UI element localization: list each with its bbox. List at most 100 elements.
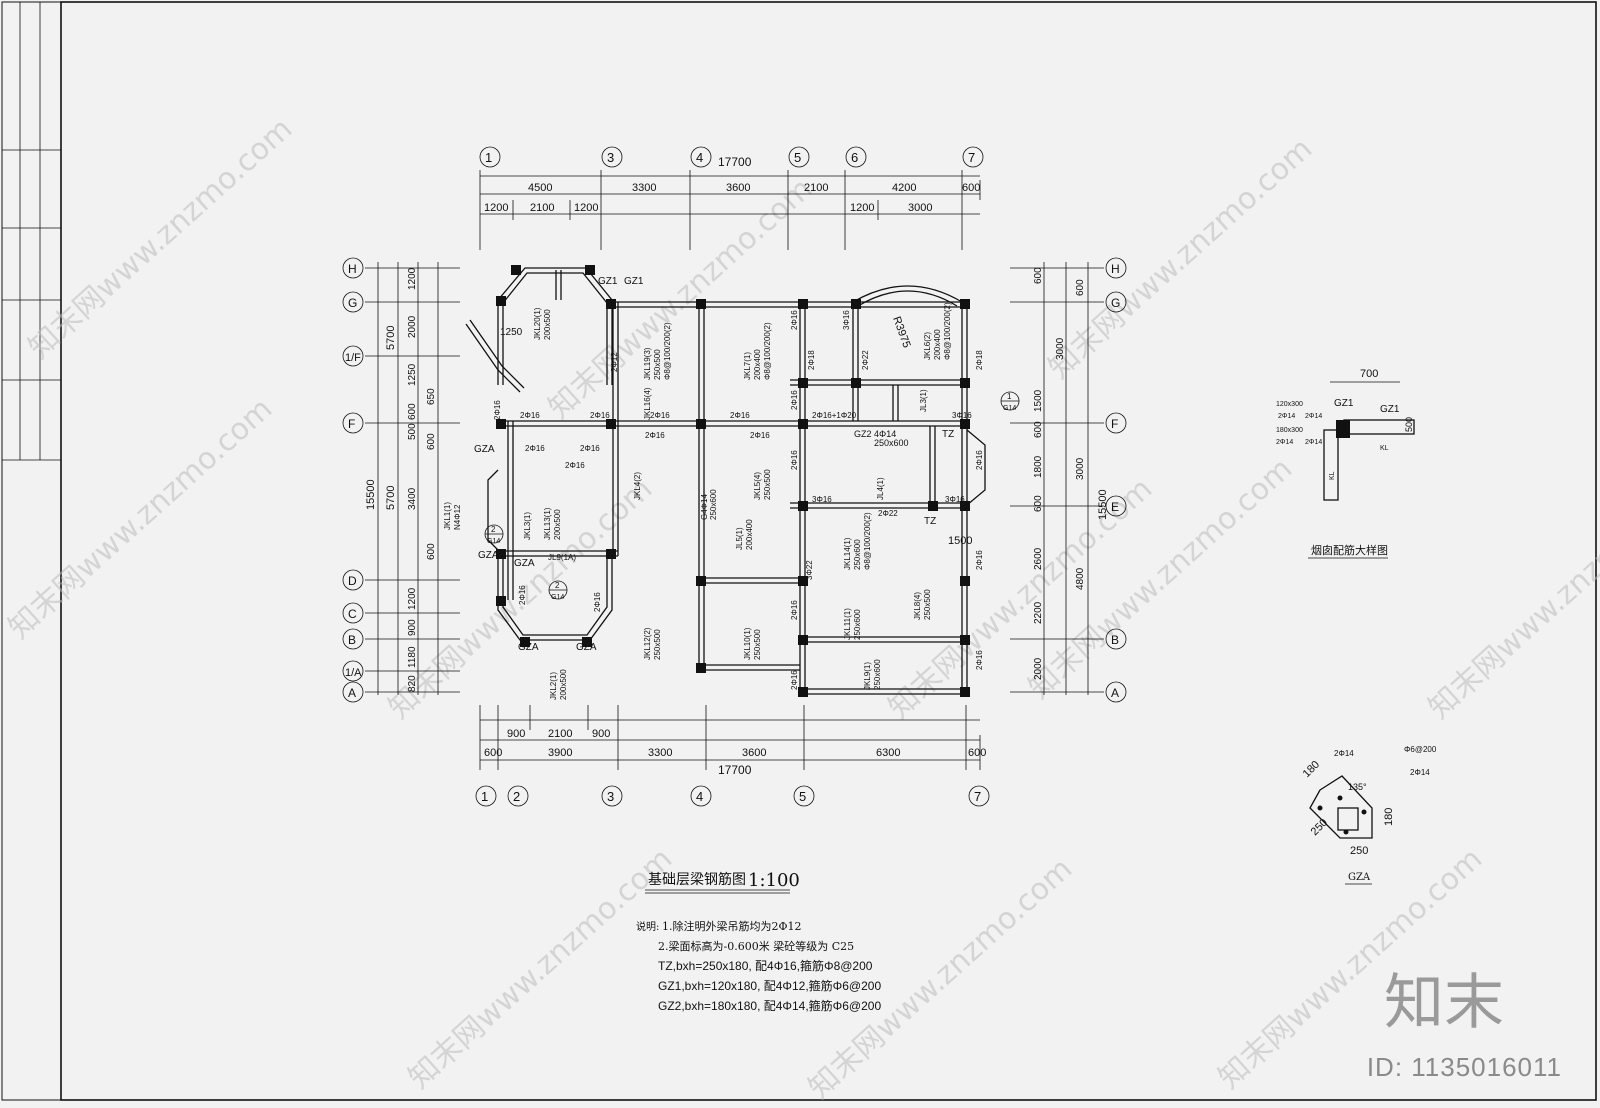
svg-text:200x400: 200x400 [933, 329, 942, 360]
svg-text:700: 700 [1360, 368, 1378, 380]
beam-label: JKL5(4) [753, 472, 762, 500]
svg-text:600: 600 [1033, 495, 1044, 512]
drawing-scale: 1:100 [748, 870, 800, 891]
svg-text:820: 820 [407, 675, 418, 692]
svg-text:600: 600 [426, 543, 437, 560]
svg-text:F: F [1111, 417, 1118, 431]
svg-text:4: 4 [696, 150, 703, 165]
beam-label: JKL13(1) [543, 507, 552, 540]
svg-text:KL: KL [1380, 445, 1389, 452]
svg-text:2Φ14: 2Φ14 [1334, 749, 1354, 758]
svg-text:2Φ18: 2Φ18 [807, 350, 816, 370]
svg-text:2: 2 [491, 525, 496, 534]
svg-text:知末网www.znzmo.com: 知末网www.znzmo.com [1042, 131, 1319, 386]
svg-text:2Φ16: 2Φ16 [790, 390, 799, 410]
svg-text:3900: 3900 [548, 747, 572, 759]
radius-label: R3975 [890, 315, 912, 350]
notes-line: 2.梁面标高为-0.600米 梁砼等级为 C25 [658, 939, 854, 953]
svg-text:1200: 1200 [407, 267, 418, 290]
svg-text:1250: 1250 [407, 363, 418, 386]
svg-text:GZA: GZA [514, 558, 535, 569]
svg-text:600: 600 [968, 747, 986, 759]
svg-text:900: 900 [592, 728, 610, 740]
svg-text:2Φ16: 2Φ16 [650, 411, 670, 420]
svg-text:2Φ16: 2Φ16 [975, 550, 984, 570]
svg-text:2Φ22: 2Φ22 [878, 509, 898, 518]
svg-text:600: 600 [484, 747, 502, 759]
svg-text:GZA: GZA [576, 642, 597, 653]
svg-text:200x500: 200x500 [543, 309, 552, 340]
svg-text:1500: 1500 [1033, 389, 1044, 412]
svg-text:1200: 1200 [850, 202, 874, 214]
svg-text:600: 600 [1033, 267, 1044, 284]
svg-text:5700: 5700 [385, 326, 397, 350]
svg-text:900: 900 [507, 728, 525, 740]
svg-text:2Φ14: 2Φ14 [1278, 413, 1295, 420]
svg-text:2Φ16: 2Φ16 [518, 585, 527, 605]
svg-text:250x500: 250x500 [753, 629, 762, 660]
svg-text:3400: 3400 [407, 487, 418, 510]
svg-text:2600: 2600 [1033, 547, 1044, 570]
beam-label: JKL20(1) [533, 307, 542, 340]
beam-label: JKL4(2) [633, 472, 642, 500]
svg-text:G14: G14 [551, 594, 564, 601]
svg-text:G4Φ14: G4Φ14 [700, 493, 709, 520]
svg-text:G: G [1111, 296, 1120, 310]
title-strip [1, 1, 62, 1101]
svg-text:2Φ14: 2Φ14 [1305, 439, 1322, 446]
svg-text:2Φ16+1Φ20: 2Φ16+1Φ20 [812, 411, 857, 420]
svg-text:600: 600 [962, 182, 980, 194]
notes-block: 说明: 1.除注明外梁吊筋均为2Φ12 2.梁面标高为-0.600米 梁砼等级为… [636, 919, 881, 1013]
notes-line: TZ,bxh=250x180, 配4Φ16,箍筋Φ8@200 [658, 958, 873, 973]
svg-text:250x600: 250x600 [709, 489, 718, 520]
bottom-total-dim: 17700 [718, 763, 752, 777]
svg-text:200x500: 200x500 [559, 669, 568, 700]
beam-label: JL5(1) [735, 527, 744, 550]
svg-text:1800: 1800 [1033, 455, 1044, 478]
svg-text:5: 5 [799, 789, 806, 804]
svg-text:7: 7 [974, 789, 981, 804]
svg-text:250: 250 [1309, 817, 1330, 838]
svg-text:2Φ16: 2Φ16 [525, 444, 545, 453]
svg-text:3300: 3300 [632, 182, 656, 194]
watermark-pattern: 知末网www.znzmo.com 知末网www.znzmo.com 知末网www… [2, 111, 1600, 1106]
svg-text:2Φ18: 2Φ18 [975, 350, 984, 370]
beam-plan [465, 265, 986, 697]
svg-text:2Φ14: 2Φ14 [1276, 439, 1293, 446]
svg-text:B: B [1111, 633, 1119, 647]
beam-label: JL4(1) [876, 477, 885, 500]
svg-text:250x500: 250x500 [653, 349, 662, 380]
svg-text:6300: 6300 [876, 747, 900, 759]
svg-text:1: 1 [481, 789, 488, 804]
svg-text:2Φ16: 2Φ16 [750, 431, 770, 440]
svg-text:250x500: 250x500 [923, 589, 932, 620]
svg-text:250: 250 [1350, 845, 1368, 857]
svg-text:2000: 2000 [1033, 657, 1044, 680]
svg-text:GZ1: GZ1 [1380, 404, 1400, 415]
chimney-detail-title: 烟囱配筋大样图 [1311, 543, 1388, 557]
svg-text:250x600: 250x600 [853, 539, 862, 570]
svg-text:500: 500 [1404, 417, 1414, 432]
svg-text:1200: 1200 [407, 587, 418, 610]
svg-text:N4Φ12: N4Φ12 [453, 504, 462, 530]
gz2-tag: GZ2 4Φ14 [854, 429, 896, 439]
svg-text:3600: 3600 [742, 747, 766, 759]
bottom-dimension-chains: 900 2100 900 600 3900 3300 3600 6300 600… [479, 705, 986, 777]
svg-text:3000: 3000 [1055, 337, 1066, 360]
svg-text:2Φ16: 2Φ16 [730, 411, 750, 420]
svg-text:3: 3 [607, 150, 614, 165]
svg-text:1180: 1180 [407, 646, 418, 668]
svg-text:2100: 2100 [804, 182, 828, 194]
svg-text:E: E [1111, 500, 1119, 514]
svg-text:5700: 5700 [385, 486, 397, 510]
svg-text:2Φ16: 2Φ16 [590, 411, 610, 420]
svg-text:250x500: 250x500 [763, 469, 772, 500]
svg-text:180x300: 180x300 [1276, 427, 1303, 434]
svg-text:H: H [348, 262, 357, 276]
svg-text:知末网www.znzmo.com: 知末网www.znzmo.com [2, 391, 279, 646]
gz1-tag: GZ1 [598, 276, 618, 287]
svg-text:250x600: 250x600 [873, 659, 882, 690]
svg-text:3Φ16: 3Φ16 [812, 495, 832, 504]
svg-text:600: 600 [426, 433, 437, 450]
